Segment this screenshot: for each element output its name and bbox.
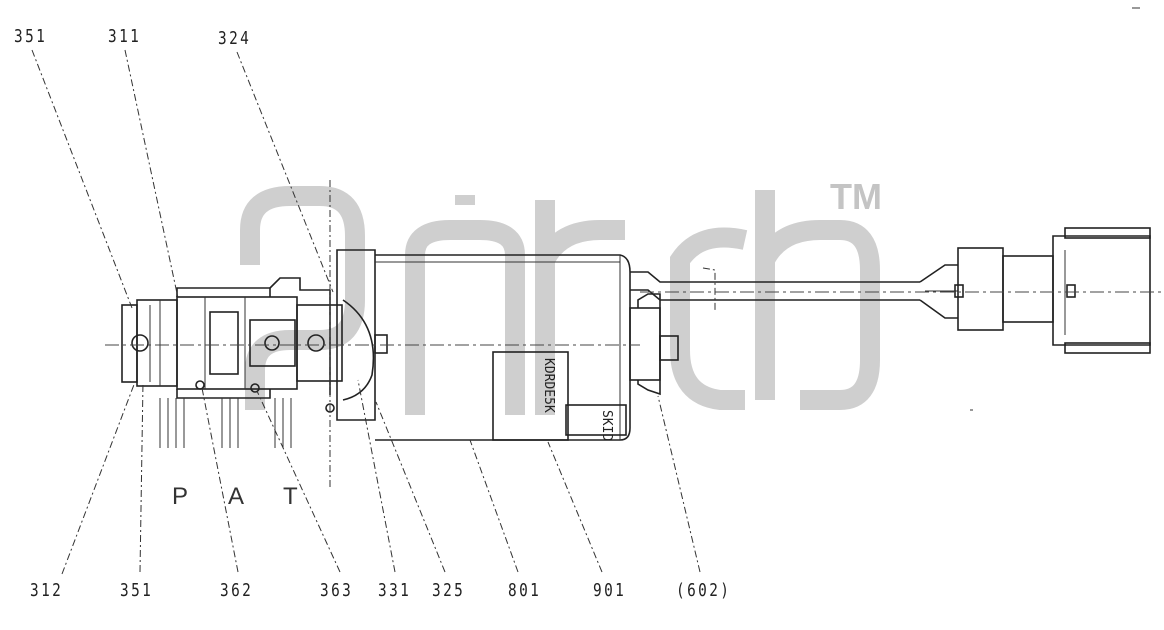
- port-label-p: P: [172, 483, 189, 510]
- center-lines: [105, 180, 1162, 490]
- part-label-801: 801: [508, 580, 542, 601]
- part-label-351-top: 351: [14, 26, 48, 47]
- cable: [630, 264, 958, 319]
- watermark-tm: TM: [830, 176, 882, 217]
- port-label-t: T: [283, 483, 298, 510]
- connector: [954, 227, 1151, 354]
- port-label-a: A: [228, 483, 245, 510]
- leader-lines: [31, 49, 701, 575]
- part-label-311: 311: [108, 26, 142, 47]
- part-label-351-bottom: 351: [120, 580, 154, 601]
- nameplate-badge-text: SKID: [599, 410, 614, 441]
- port-hatching: [159, 398, 292, 448]
- solenoid-housing: KDRDE5K SKID: [336, 249, 631, 441]
- part-label-324: 324: [218, 28, 252, 49]
- part-label-331: 331: [378, 580, 412, 601]
- nameplate-model-text: KDRDE5K: [541, 358, 556, 413]
- part-label-312: 312: [30, 580, 64, 601]
- part-label-362: 362: [220, 580, 254, 601]
- lock-nut: [629, 293, 679, 396]
- part-label-901: 901: [593, 580, 627, 601]
- watermark-logo: [240, 186, 880, 415]
- valve-body: [121, 277, 388, 413]
- part-label-325: 325: [432, 580, 466, 601]
- part-label-602: (602): [676, 580, 732, 601]
- part-label-363: 363: [320, 580, 354, 601]
